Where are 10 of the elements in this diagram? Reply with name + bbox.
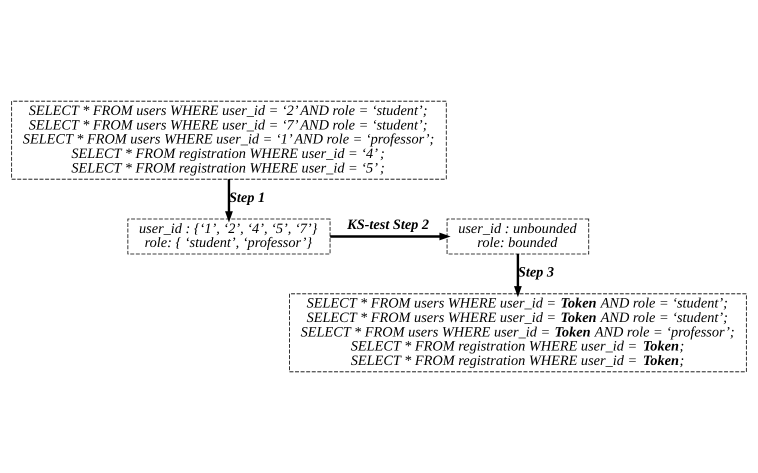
edge-label: Step 1 (228, 190, 266, 206)
edge-label: Step 3 (518, 264, 554, 281)
arrow (330, 232, 451, 240)
arrow (514, 254, 522, 298)
node-box: user_id : unbounded role: bounded (446, 218, 590, 254)
node-box: SELECT * FROM users WHERE user_id = ‘2’ AND role = ‘student’; SELECT * FROM users WHERE user_id = ‘7’ AND role = ‘student’; SELECT * FROM users WHERE user_id = ‘1’ AND role = ‘professor’; SELECT * FROM registration WHERE user_id = ‘4’ ; SELECT * FROM registration WHERE user_id = ‘5’ ; (11, 100, 447, 180)
edge-label: KS-test Step 2 (347, 216, 430, 233)
node-box: user_id : {‘1’, ‘2’, ‘4’, ‘5’, ‘7’} role: { ‘student’, ‘professor’} (127, 218, 330, 254)
node-box: SELECT * FROM users WHERE user_id = Token AND role = ‘student’; SELECT * FROM users WHERE user_id = Token AND role = ‘student’; SELECT * FROM users WHERE user_id = Token AND role = ‘professor’; SELECT * FROM registration WHERE user_id = Token; SELECT * FROM registration WHERE user_id = Token; (289, 293, 747, 372)
arrow (225, 179, 233, 222)
